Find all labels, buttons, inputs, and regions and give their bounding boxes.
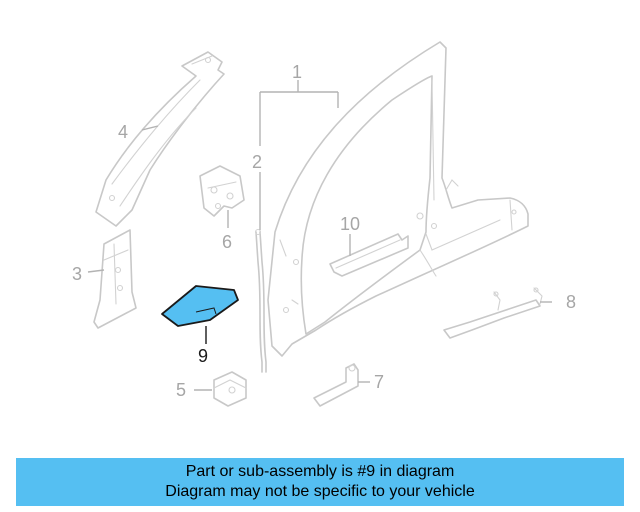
part-7-sill-extension [313,363,359,407]
callout-1: 1 [292,62,302,82]
callout-6: 6 [222,232,232,252]
callout-3: 3 [72,264,82,284]
callout-labels: 1 2 3 4 5 6 7 8 9 10 [72,62,576,400]
callout-8: 8 [566,292,576,312]
part-5-small-bracket [213,371,247,407]
part-6-bracket [199,165,245,217]
parts-diagram: 1 2 3 4 5 6 7 8 9 10 [72,41,576,407]
callout-5: 5 [176,380,186,400]
part-4-pillar-reinforcement [95,51,225,227]
callout-9: 9 [198,346,208,366]
callout-4: 4 [118,122,128,142]
part-1-body-side-panel [267,41,529,357]
callout-10: 10 [340,214,360,234]
callout-2: 2 [252,152,262,172]
part-8-rocker-reinforcement [443,287,543,339]
banner-line-2: Diagram may not be specific to your vehi… [165,483,475,500]
info-banner: Part or sub-assembly is #9 in diagram Di… [16,458,624,506]
part-9-highlighted [161,285,239,327]
part-3-hinge-pillar [93,229,137,329]
callout-7: 7 [374,372,384,392]
part-10-sill-bracket [329,233,409,277]
leader-lines [87,80,552,391]
banner-line-1: Part or sub-assembly is #9 in diagram [185,463,455,480]
part-2-weatherstrip [254,228,267,373]
